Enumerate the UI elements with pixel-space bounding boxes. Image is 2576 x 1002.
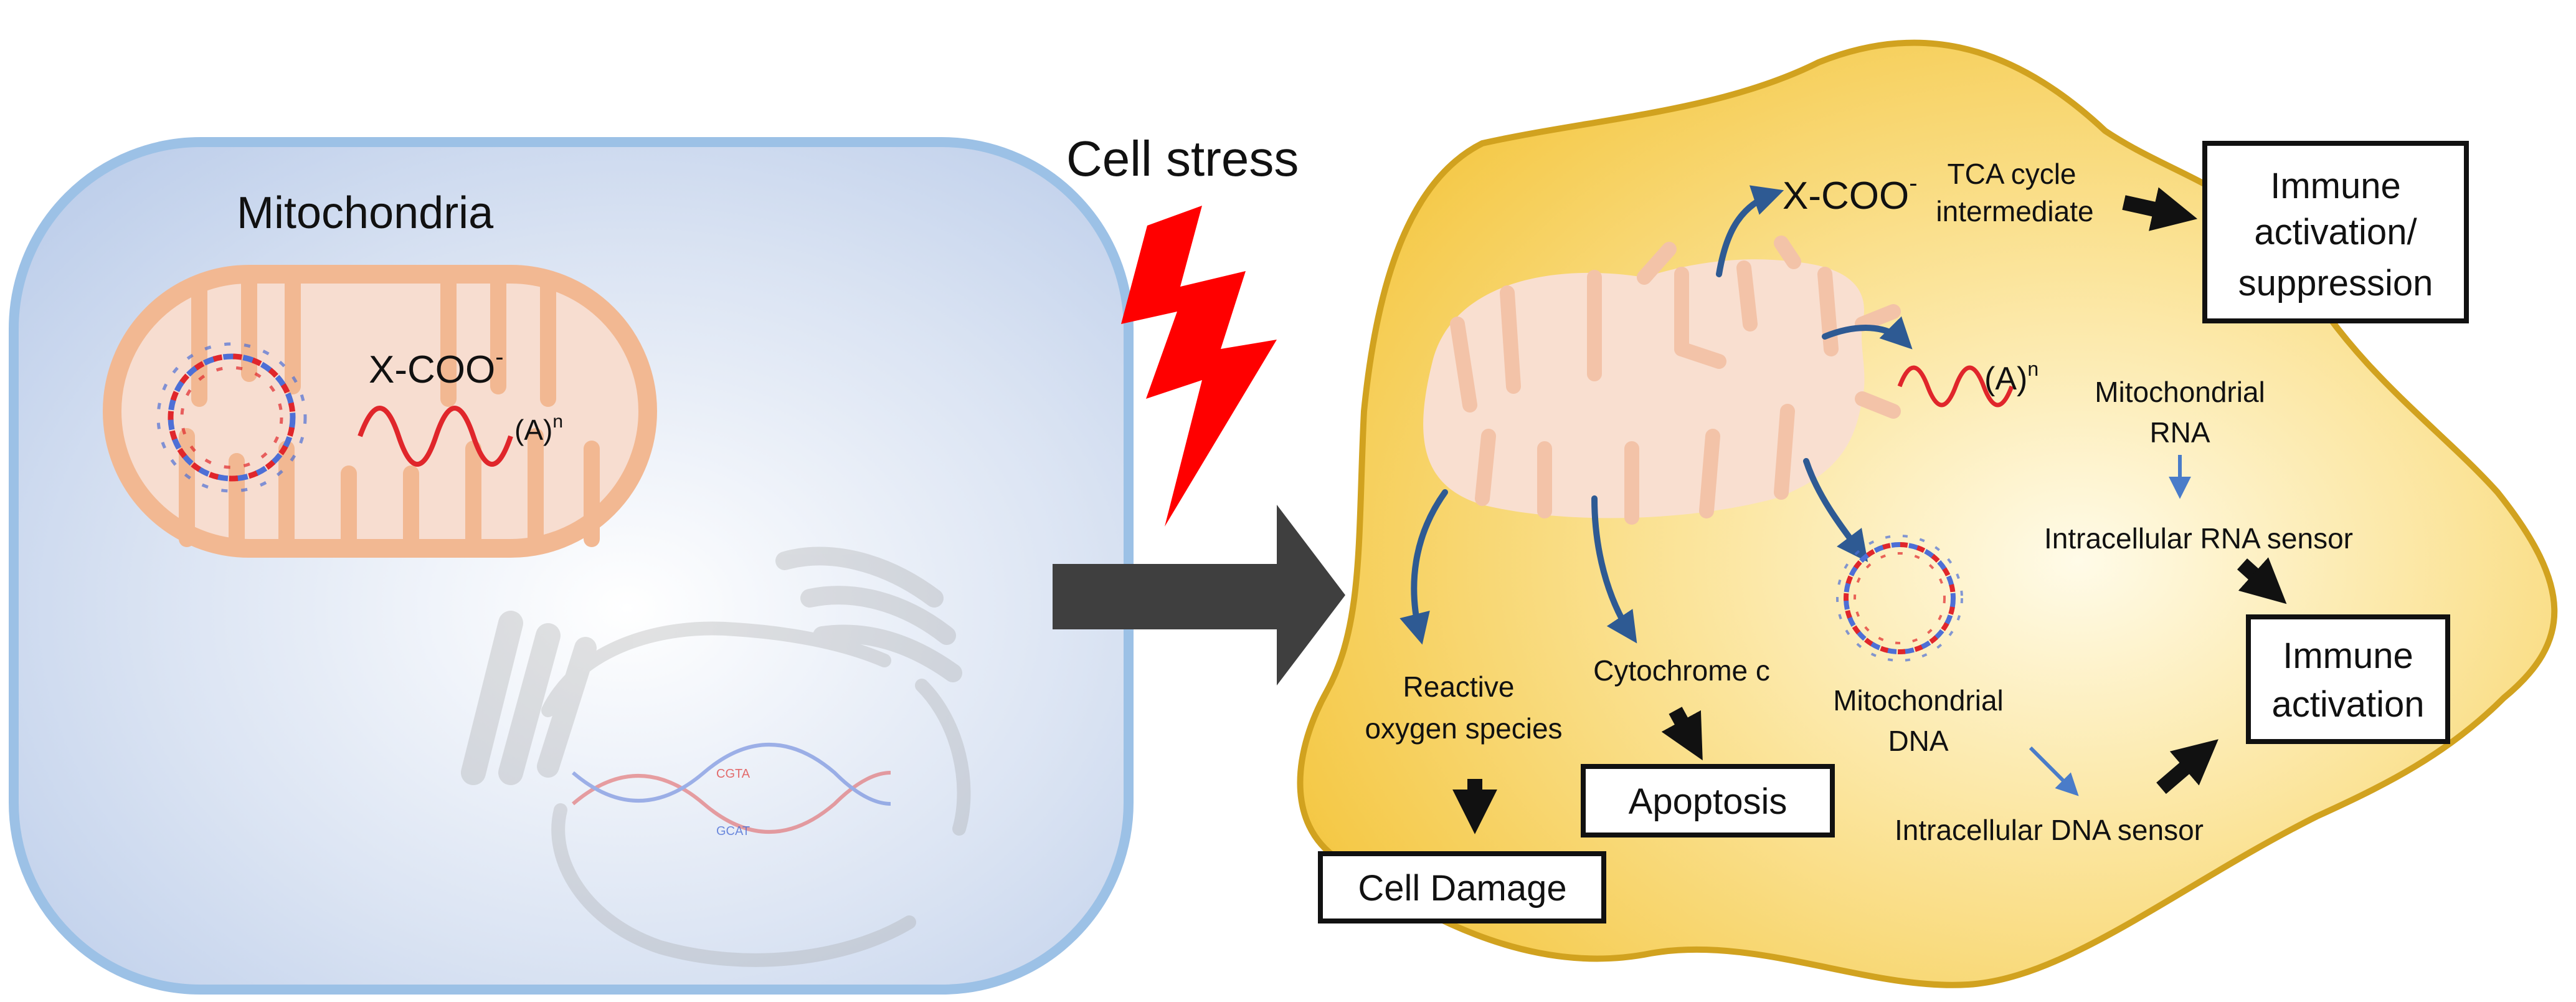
released-mtdna-circle-icon (1836, 535, 1963, 662)
mito-dna-line2: DNA (1888, 725, 1948, 757)
damaged-mitochondrion (1423, 236, 1901, 525)
mito-rna-line1: Mitochondrial (2095, 376, 2265, 408)
left-mtrna-wave-icon (358, 406, 513, 467)
arrow-to-metabolite (1716, 185, 1784, 277)
released-mtrna-wave-icon (1897, 365, 2014, 408)
nucleus-er-faint (461, 546, 971, 967)
mito-rna-line2: RNA (2149, 416, 2210, 449)
transition-arrow-icon (1053, 505, 1345, 685)
arrow-to-ros (1399, 489, 1448, 645)
outcome-arrows (1452, 187, 2287, 834)
cell-damage-box (1318, 851, 1606, 923)
cytochrome-to-apoptosis-arrow (1661, 707, 1703, 761)
ros-line1: Reactive (1403, 670, 1515, 703)
cytochrome-label: Cytochrome c (1593, 654, 1770, 687)
lightning-bolt-icon (1121, 206, 1277, 527)
dna-bottom-seq: GCAT (716, 824, 750, 838)
stress-label: Cell stress (1066, 131, 1299, 186)
tca-line1: TCA cycle (1947, 158, 2076, 190)
mito-dna-line1: Mitochondrial (1833, 684, 2004, 717)
dna-to-sensor-arrow (2029, 746, 2079, 796)
release-arrows (1399, 185, 1913, 645)
immune-box-top (2202, 141, 2469, 323)
left-cell: CGTA GCAT (9, 137, 1134, 995)
arrow-to-rna (1822, 316, 1913, 350)
dna-sensor-to-immune-arrow (2156, 739, 2218, 794)
rna-sensor-label: Intracellular RNA sensor (2044, 522, 2353, 555)
immune-box-top-line3: suppression (2238, 263, 2433, 303)
arrow-to-cytochrome (1591, 495, 1637, 644)
immune-box-top-line2: activation/ (2254, 212, 2417, 252)
tca-line2: intermediate (1936, 195, 2093, 227)
dna-sensor-label: Intracellular DNA sensor (1895, 814, 2204, 846)
arrow-to-dna (1803, 458, 1868, 562)
right-metabolite: X-COO- (1783, 169, 1918, 217)
left-polya: (A)n (514, 411, 563, 446)
tca-to-immune-arrow (2122, 187, 2198, 231)
immune-box-right-line1: Immune (2283, 636, 2413, 676)
immune-box-right-line2: activation (2271, 684, 2424, 725)
immune-box-top-line1: Immune (2270, 166, 2401, 206)
left-mtdna-circle-icon (156, 342, 307, 493)
cell-damage-label: Cell Damage (1358, 868, 1566, 909)
left-mitochondrion (103, 265, 657, 558)
right-polya: (A)n (1984, 358, 2039, 397)
ros-line2: oxygen species (1365, 712, 1562, 745)
dna-top-seq: CGTA (716, 767, 751, 781)
apoptosis-box (1581, 764, 1835, 837)
immune-box-right (2246, 614, 2450, 744)
left-title: Mitochondria (237, 188, 494, 238)
nuclear-dna-helix (572, 743, 891, 834)
apoptosis-label: Apoptosis (1629, 781, 1788, 822)
rna-sensor-to-immune-arrow (2237, 557, 2287, 604)
left-metabolite: X-COO- (369, 343, 504, 391)
